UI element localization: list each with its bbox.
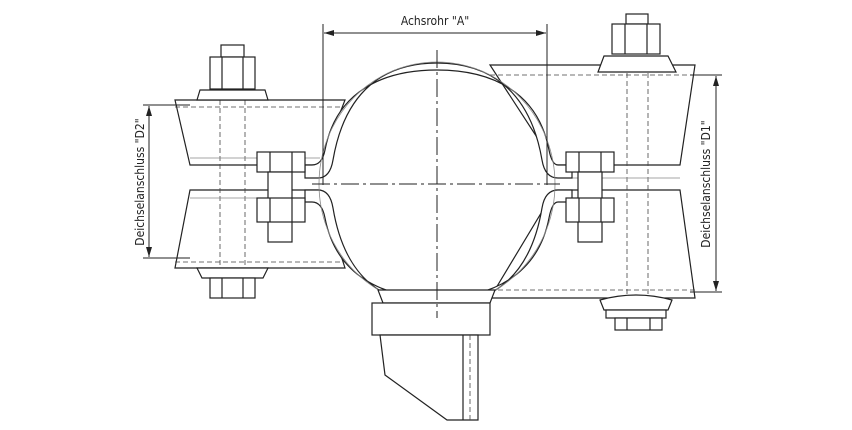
drawbar-d1-label: Deichselanschluss "D1" <box>699 120 713 248</box>
left-bottom-nut <box>196 267 269 299</box>
right-center-bolt <box>565 151 615 243</box>
dimension-drawbar-d2: Deichselanschluss "D2" <box>133 104 190 259</box>
drawbar-d2-label: Deichselanschluss "D2" <box>133 118 147 246</box>
right-bottom-nut <box>599 294 673 331</box>
right-top-bolt <box>597 13 677 73</box>
dimension-axle-tube: Achsrohr "A" <box>322 14 548 185</box>
axle-tube-label: Achsrohr "A" <box>401 14 469 28</box>
bottom-bracket <box>371 289 496 421</box>
left-top-bolt <box>196 44 269 101</box>
left-center-bolt <box>256 151 306 243</box>
dimension-drawbar-d1: Deichselanschluss "D1" <box>690 74 722 293</box>
